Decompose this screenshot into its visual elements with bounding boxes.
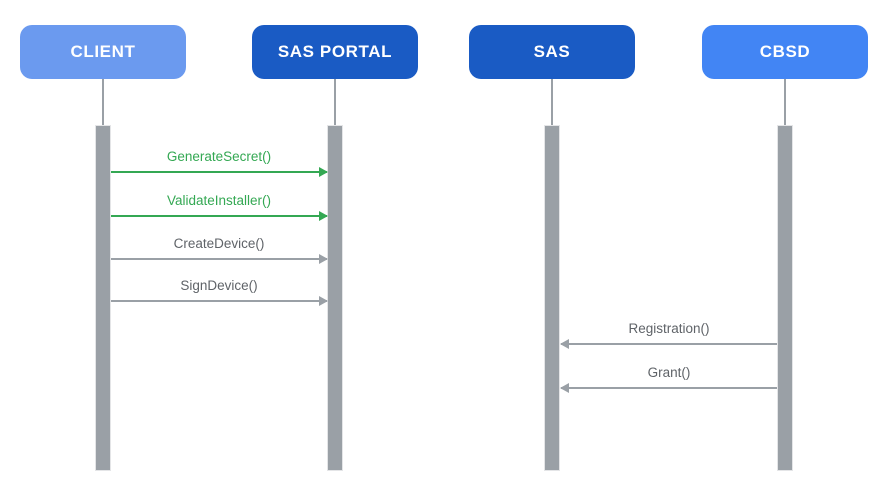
message-label: Registration(): [628, 321, 710, 336]
arrow-left-icon: [560, 383, 569, 393]
message-sign-device: SignDevice(): [111, 278, 328, 306]
arrow-right-icon: [319, 211, 328, 221]
arrow-right-icon: [319, 167, 328, 177]
lifeline-cbsd: [784, 79, 786, 126]
activation-bar-client: [95, 125, 111, 471]
message-validate-installer: ValidateInstaller(): [111, 193, 328, 221]
activation-bar-sas-portal: [327, 125, 343, 471]
arrow-left-icon: [560, 339, 569, 349]
message-label: ValidateInstaller(): [166, 193, 272, 208]
message-line: [111, 258, 327, 260]
actor-label-sas-portal: SAS PORTAL: [277, 42, 393, 61]
message-line: [561, 387, 777, 389]
arrow-right-icon: [319, 254, 328, 264]
actor-label-cbsd: CBSD: [759, 42, 811, 61]
message-line: [111, 215, 327, 217]
message-line: [561, 343, 777, 345]
lifeline-sas-portal: [334, 79, 336, 126]
actor-box-cbsd: CBSD: [702, 25, 868, 79]
lifeline-client: [102, 79, 104, 126]
message-registration: Registration(): [560, 321, 777, 349]
actor-box-sas-portal: SAS PORTAL: [252, 25, 418, 79]
arrow-right-icon: [319, 296, 328, 306]
actor-label-sas: SAS: [533, 42, 571, 61]
actor-box-client: CLIENT: [20, 25, 186, 79]
message-generate-secret: GenerateSecret(): [111, 149, 328, 177]
lifeline-sas: [551, 79, 553, 126]
message-label: GenerateSecret(): [166, 149, 272, 164]
actor-box-sas: SAS: [469, 25, 635, 79]
message-line: [111, 171, 327, 173]
actor-label-client: CLIENT: [70, 42, 136, 61]
activation-bar-sas: [544, 125, 560, 471]
message-label: CreateDevice(): [173, 236, 265, 251]
message-grant: Grant(): [560, 365, 777, 393]
message-create-device: CreateDevice(): [111, 236, 328, 264]
message-label: Grant(): [647, 365, 691, 380]
activation-bar-cbsd: [777, 125, 793, 471]
message-label: SignDevice(): [180, 278, 258, 293]
message-line: [111, 300, 327, 302]
